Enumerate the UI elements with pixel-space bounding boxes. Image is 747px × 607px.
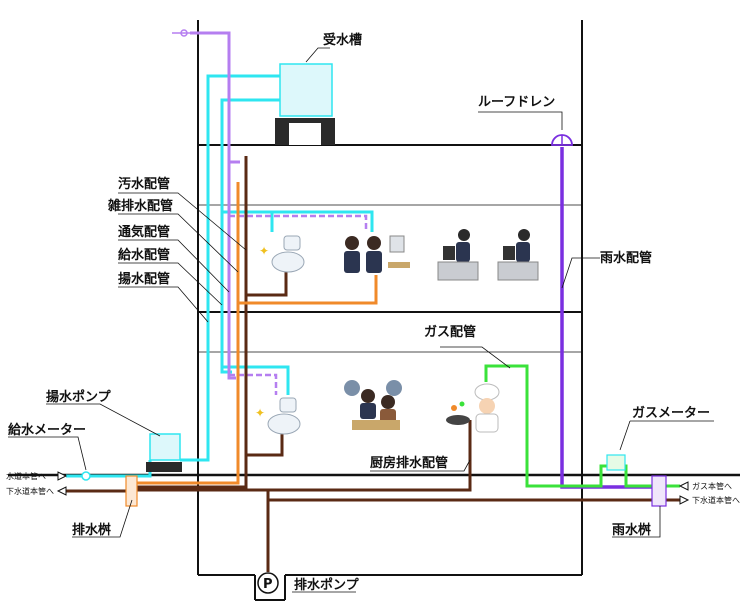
sewage-pipe <box>132 156 248 489</box>
office-workers-icon <box>344 235 410 273</box>
svg-text:✦: ✦ <box>259 244 269 258</box>
sewer-main-label: 下水道本管へ <box>6 486 54 496</box>
pump-symbol: P <box>263 577 273 592</box>
supply-pipe-2f <box>222 365 290 395</box>
vent-pipe <box>190 31 240 164</box>
misc-drain-pipe-label: 雑排水配管 <box>107 198 173 214</box>
vent-pipe-2f <box>229 373 278 395</box>
water-meter-icon <box>81 471 91 481</box>
sewage-pipe-2f <box>246 432 284 457</box>
label-leader-lines <box>8 47 714 593</box>
vent-pipe-3f <box>229 214 368 232</box>
desk-worker-icon-2 <box>497 229 539 281</box>
sewage-to-pump <box>246 488 270 572</box>
kitchen-drain-pipe <box>132 420 472 492</box>
toilet-icon-3f: ✦ <box>259 235 305 273</box>
restaurant-diners-icon <box>344 380 402 430</box>
vent-pipe-label: 通気配管 <box>118 224 170 240</box>
vent-cap-icon <box>172 29 190 37</box>
supply-pipe-main <box>220 98 280 374</box>
supply-pipe-label: 給水配管 <box>118 247 170 263</box>
gas-pipe <box>484 364 680 488</box>
building-structure <box>8 20 740 601</box>
roof-drain-label: ルーフドレン <box>478 95 555 110</box>
lift-pipe <box>180 74 280 462</box>
svg-text:✦: ✦ <box>255 406 265 420</box>
lift-pump-label: 揚水ポンプ <box>46 389 112 405</box>
water-supply-line <box>66 460 152 478</box>
rain-pipe-label: 雨水配管 <box>600 250 652 266</box>
drain-basin-label: 排水桝 <box>72 522 111 538</box>
chef-icon <box>446 383 500 433</box>
sewage-pipe-3f <box>246 270 288 297</box>
toilet-icon-2f: ✦ <box>255 397 301 435</box>
gas-pipe-label: ガス配管 <box>424 324 476 340</box>
drain-basin <box>125 475 138 507</box>
desk-worker-icon-1 <box>437 229 479 281</box>
sewage-pipe-label: 汚水配管 <box>118 176 170 192</box>
lift-pipe-label: 揚水配管 <box>118 271 170 287</box>
gas-meter-label: ガスメーター <box>632 406 710 421</box>
misc-drain-pipe <box>132 182 240 485</box>
water-meter-label: 給水メーター <box>8 422 86 438</box>
gas-main-label: ガス本管へ <box>692 481 732 491</box>
gas-meter <box>606 454 626 471</box>
drain-pump-label: 排水ポンプ <box>294 577 360 593</box>
water-main-label: 水道本管へ <box>6 471 46 481</box>
outlet-arrows <box>56 471 690 505</box>
rain-basin-label: 雨水桝 <box>612 522 651 538</box>
sewer-main-right-label: 下水道本管へ <box>692 495 740 505</box>
lift-pump <box>146 433 182 472</box>
rain-basin <box>651 475 667 507</box>
misc-drain-3f <box>238 275 378 305</box>
rain-pipe <box>560 147 652 489</box>
receiving-tank <box>279 63 333 117</box>
tank-base <box>275 118 335 145</box>
kitchen-drain-label: 厨房排水配管 <box>370 455 448 471</box>
drain-pump: P <box>257 572 279 594</box>
roof-drain-icon <box>551 134 573 146</box>
vent-pipe-lower <box>227 162 236 380</box>
receiving-tank-label: 受水槽 <box>323 32 362 48</box>
